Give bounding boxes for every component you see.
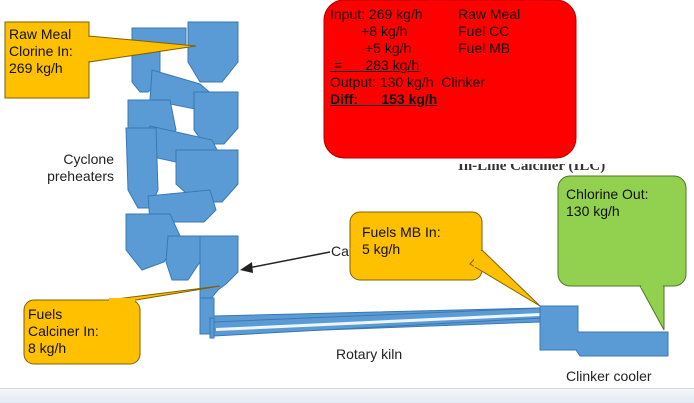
- clinker-cooler: [539, 305, 669, 357]
- chlorine-out-callout-text: Chlorine Out: 130 kg/h: [566, 186, 649, 219]
- bottom-toolbar-strip: [0, 388, 694, 403]
- balance-diff-value: Diff: 153 kg/h: [330, 91, 438, 107]
- fuels-calciner-callout-text: Fuels Calciner In: 8 kg/h: [28, 306, 99, 356]
- fuels-mb-callout-text: Fuels MB In: 5 kg/h: [362, 224, 441, 257]
- rotary-kiln-label: Rotary kiln: [336, 346, 403, 362]
- fuels-mb-callout: [349, 211, 541, 307]
- chlorine-out-callout: [557, 175, 687, 331]
- calciner-partial-label: Ca: [331, 243, 349, 259]
- balance-diff: Diff: 153 kg/h: [330, 91, 568, 108]
- balance-row-fuel-mb-source: Fuel MB: [458, 40, 511, 56]
- mass-balance-text: Input: 269 kg/h Raw Meal +8 kg/h Fuel CC…: [330, 6, 568, 108]
- raw-meal-callout-text: Raw Meal Clorine In: 269 kg/h: [9, 26, 73, 76]
- balance-row-fuel-cc-value: +8 kg/h: [330, 23, 408, 39]
- ilc-heading: In-Line Calciner (ILC): [458, 158, 606, 174]
- balance-row-fuel-cc: +8 kg/h Fuel CC: [330, 23, 568, 40]
- cyclone-preheater-tower: [125, 21, 541, 335]
- balance-row-raw-meal-source: Raw Meal: [458, 6, 521, 22]
- balance-row-fuel-cc-source: Fuel CC: [458, 23, 510, 39]
- balance-output-value: Output: 130 kg/h Clinker: [330, 74, 485, 90]
- balance-sum: = 283 kg/h: [330, 57, 568, 74]
- cyclone-label-line2: preheaters: [47, 168, 114, 184]
- cyclone-label-line1: Cyclone: [63, 151, 114, 167]
- mass-balance-box: [323, 0, 577, 159]
- balance-row-raw-meal-value: Input: 269 kg/h: [330, 6, 423, 22]
- fuels-calciner-callout: [23, 285, 221, 365]
- clinker-cooler-label: Clinker cooler: [566, 368, 652, 384]
- balance-output: Output: 130 kg/h Clinker: [330, 74, 568, 91]
- cyclone-label: Cyclone preheaters: [42, 151, 114, 185]
- calciner-arrow: [240, 251, 331, 273]
- kiln-highlight: [216, 313, 540, 331]
- balance-row-fuel-mb-value: +5 kg/h: [330, 40, 412, 56]
- raw-meal-callout: [4, 21, 197, 99]
- balance-row-raw-meal: Input: 269 kg/h Raw Meal: [330, 6, 568, 23]
- balance-sum-value: = 283 kg/h: [330, 57, 420, 73]
- balance-row-fuel-mb: +5 kg/h Fuel MB: [330, 40, 568, 57]
